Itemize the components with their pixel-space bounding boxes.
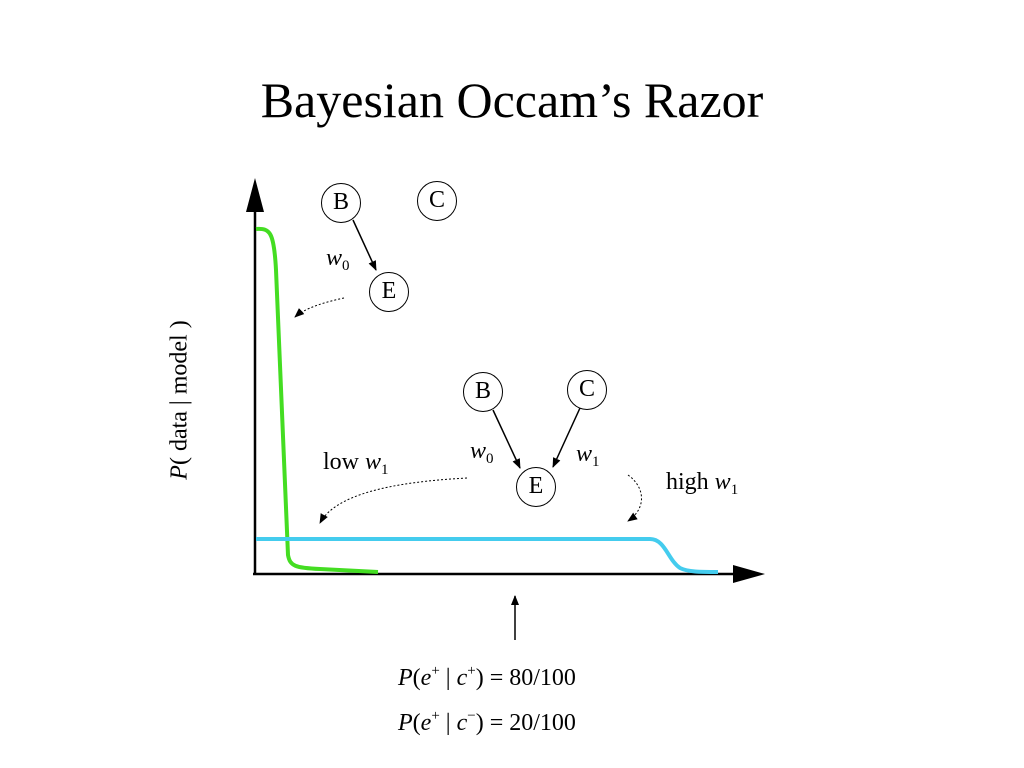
edge-top-b-e bbox=[352, 219, 377, 271]
dotted-arrow-high bbox=[627, 474, 642, 522]
dotted-arrow-low bbox=[319, 477, 468, 524]
blue-curve bbox=[256, 537, 719, 574]
node-mid-b: B bbox=[463, 372, 503, 412]
node-top-c: C bbox=[417, 181, 457, 221]
node-mid-e: E bbox=[516, 467, 556, 507]
label-high-w1: high w1 bbox=[666, 469, 739, 498]
node-mid-c: C bbox=[567, 370, 607, 410]
equation-positive: P(e+ | c+) = 80/100 bbox=[398, 663, 576, 692]
label-low-w1: low w1 bbox=[323, 449, 389, 478]
y-axis-arrowhead bbox=[246, 178, 264, 212]
dotted-arrow-top bbox=[294, 297, 345, 318]
node-top-e: E bbox=[369, 272, 409, 312]
edge-label-mid-w1: w1 bbox=[576, 441, 600, 470]
equation-negative: P(e+ | c−) = 20/100 bbox=[398, 708, 576, 737]
edge-mid-b-e bbox=[492, 409, 521, 469]
edge-label-mid-w0: w0 bbox=[470, 438, 494, 467]
node-top-b: B bbox=[321, 183, 361, 223]
edge-label-top-w0: w0 bbox=[326, 245, 350, 274]
slide-title: Bayesian Occam’s Razor bbox=[260, 72, 764, 128]
green-curve bbox=[255, 226, 379, 574]
x-axis-arrowhead bbox=[733, 565, 765, 583]
edge-mid-c-e bbox=[552, 407, 581, 468]
